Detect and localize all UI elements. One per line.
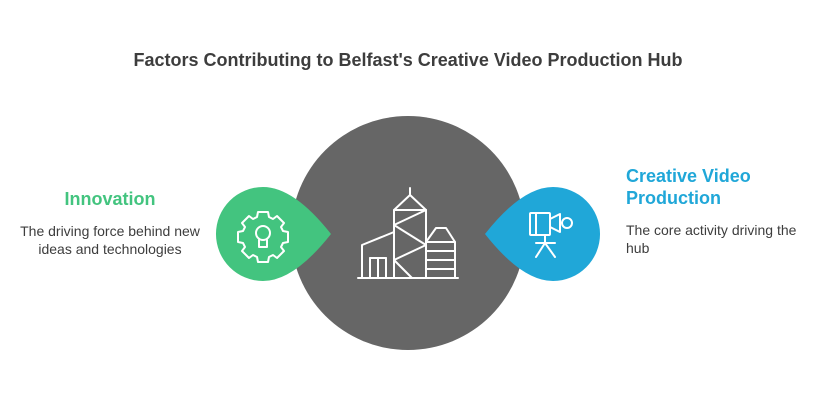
innovation-label: Innovation The driving force behind new … (20, 188, 200, 258)
creative-video-description: The core activity driving the hub (626, 222, 797, 256)
video-camera-tripod-icon (529, 212, 573, 258)
creative-video-label: Creative Video Production The core activ… (626, 165, 811, 257)
city-buildings-icon (357, 187, 459, 279)
innovation-bubble (215, 186, 331, 281)
creative-video-heading-line1: Creative Video (626, 166, 751, 186)
diagram-title: Factors Contributing to Belfast's Creati… (133, 50, 683, 70)
innovation-heading: Innovation (64, 189, 156, 209)
innovation-description: The driving force behind new ideas and t… (20, 223, 200, 257)
gear-lightbulb-icon (237, 211, 289, 263)
creative-video-heading-line2: Production (626, 188, 721, 208)
